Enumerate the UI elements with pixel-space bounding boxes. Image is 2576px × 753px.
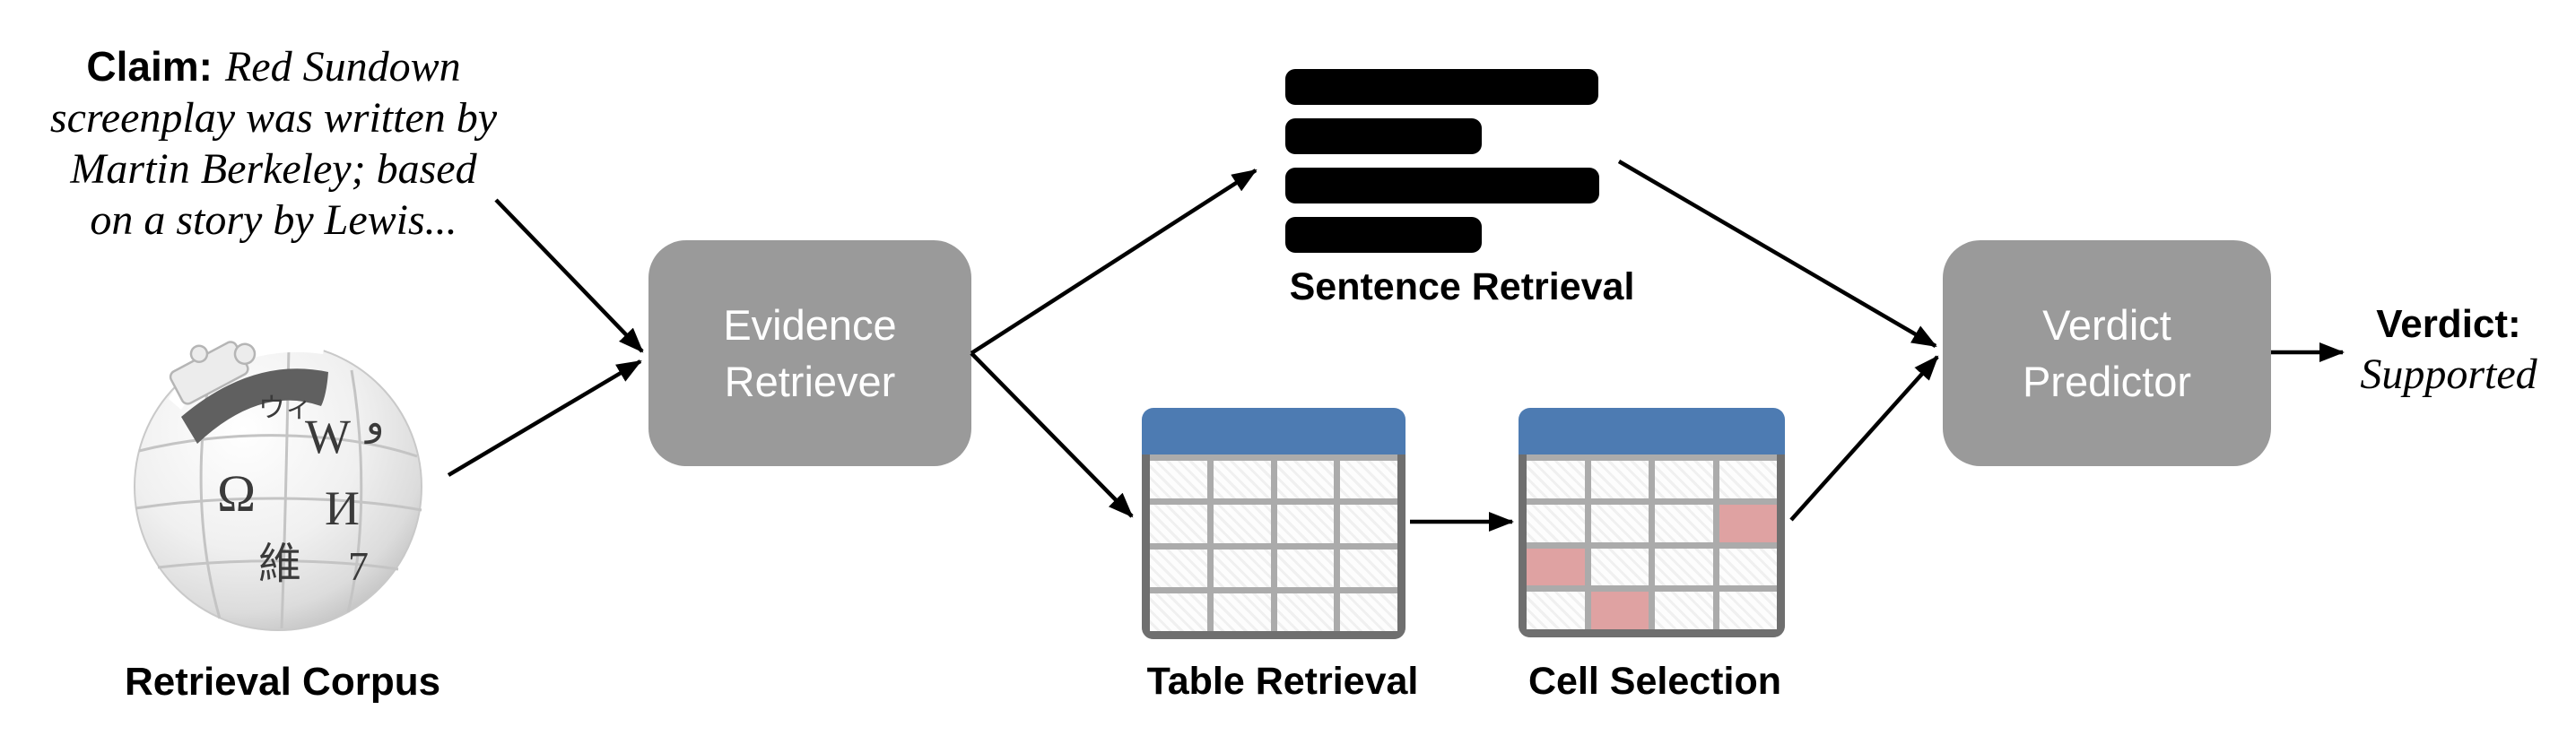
table-cell (1719, 548, 1777, 586)
table-header-band (1142, 408, 1405, 454)
wikipedia-globe-icon: ウィ W Ω И 維 و 7 (126, 327, 431, 632)
claim-text-block: Claim:Red Sundown screenplay was written… (49, 41, 498, 246)
table-retrieval-label: Table Retrieval (1146, 660, 1419, 703)
table-cell (1150, 461, 1207, 499)
arrow-evidence-retriever-to-table-retrieval (970, 351, 1134, 518)
arrow-sentence-retrieval-to-verdict-predictor (1617, 160, 1937, 348)
table-cell (1213, 505, 1271, 543)
claim-line: on a story by Lewis... (90, 196, 457, 244)
verdict-output: Verdict: Supported (2341, 299, 2556, 400)
cell-selection-grid (1519, 454, 1785, 637)
selected-table-cell (1590, 592, 1649, 629)
claim-line: screenplay was written by (49, 94, 498, 142)
wikipedia-globe-svg: ウィ W Ω И 維 و 7 (134, 332, 422, 631)
table-cell (1150, 549, 1207, 587)
verdict-label: Verdict: (2376, 302, 2521, 346)
table-cell (1213, 461, 1271, 499)
table-cell (1276, 549, 1335, 587)
table-cell (1655, 548, 1713, 586)
table-cell (1150, 593, 1207, 631)
retrieval-corpus-label: Retrieval Corpus (124, 660, 441, 704)
verdict-predictor-label: Verdict Predictor (2022, 301, 2192, 405)
arrow-cell-selection-to-verdict-predictor (1789, 355, 1939, 522)
glyph: Ω (217, 464, 256, 523)
selected-table-cell (1719, 504, 1777, 542)
table-cell (1655, 592, 1713, 629)
arrow-evidence-retriever-to-sentence-retrieval (970, 169, 1258, 355)
redacted-sentence-bar (1285, 217, 1482, 253)
table-cell (1150, 505, 1207, 543)
sentence-retrieval-bars (1285, 69, 1599, 266)
claim-label: Claim: (86, 43, 213, 90)
sentence-retrieval-label: Sentence Retrieval (1289, 265, 1635, 308)
table-cell (1590, 461, 1649, 498)
table-cell (1213, 549, 1271, 587)
cell-selection-label: Cell Selection (1528, 660, 1781, 703)
table-cell (1340, 505, 1397, 543)
table-retrieval-icon (1142, 408, 1405, 639)
table-cell (1590, 548, 1649, 586)
table-retrieval-grid (1142, 454, 1405, 639)
cell-selection-icon (1519, 408, 1785, 637)
verdict-predictor-box: Verdict Predictor (1943, 240, 2271, 466)
glyph: و (364, 402, 384, 445)
glyph: ウィ (258, 394, 312, 423)
redacted-sentence-bar (1285, 118, 1482, 154)
table-cell (1655, 504, 1713, 542)
verdict-value: Supported (2360, 351, 2537, 398)
table-cell (1276, 593, 1335, 631)
table-cell (1276, 505, 1335, 543)
table-cell (1527, 592, 1585, 629)
arrow-corpus-to-evidence-retriever (447, 359, 642, 477)
floating-puzzle-piece (169, 341, 257, 405)
table-cell (1276, 461, 1335, 499)
table-cell (1655, 461, 1713, 498)
glyph: 7 (348, 543, 369, 589)
table-cell (1719, 461, 1777, 498)
glyph: 維 (258, 541, 301, 588)
table-cell (1590, 504, 1649, 542)
arrow-claim-to-evidence-retriever (494, 198, 644, 353)
claim-line: Martin Berkeley; based (70, 145, 477, 193)
table-cell (1340, 549, 1397, 587)
glyph: И (325, 481, 360, 535)
table-cell (1213, 593, 1271, 631)
globe-opening (169, 332, 326, 410)
evidence-retriever-label: Evidence Retriever (723, 301, 897, 405)
table-header-band (1519, 408, 1785, 454)
table-cell (1719, 592, 1777, 629)
globe-dark-interior (181, 368, 328, 444)
redacted-sentence-bar (1285, 69, 1598, 105)
claim-line: Claim:Red Sundown (49, 41, 498, 92)
evidence-retriever-box: Evidence Retriever (648, 240, 971, 466)
selected-table-cell (1527, 548, 1585, 586)
globe-glyphs: ウィ W Ω И 維 و 7 (217, 394, 384, 589)
redacted-sentence-bar (1285, 168, 1599, 203)
claim-text: Red Sundown (224, 43, 461, 91)
table-cell (1527, 504, 1585, 542)
table-cell (1340, 461, 1397, 499)
glyph: W (305, 410, 351, 463)
table-cell (1527, 461, 1585, 498)
table-cell (1340, 593, 1397, 631)
